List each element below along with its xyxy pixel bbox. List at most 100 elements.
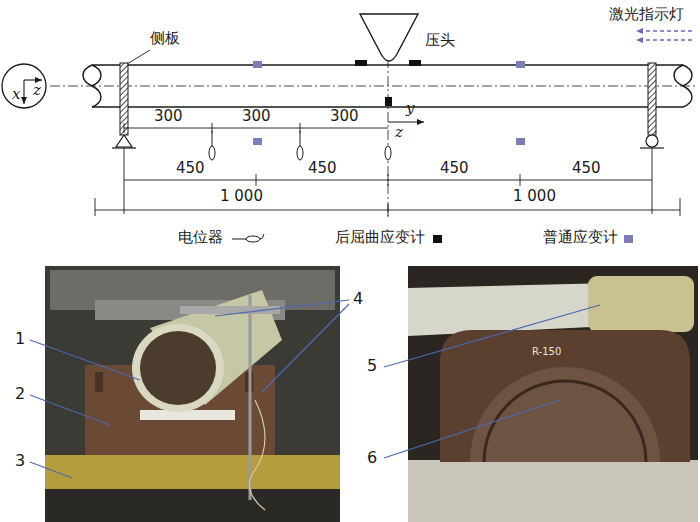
callout-number: 2 (15, 385, 25, 403)
fixture-photo (588, 276, 694, 332)
test-photo (140, 331, 216, 405)
fixture-photo (384, 400, 560, 458)
part-label: 侧板 (150, 30, 180, 47)
press-head (360, 14, 418, 61)
callout-number: 5 (367, 357, 377, 375)
strain-gauge (516, 138, 525, 145)
dimension-value: 450 (176, 160, 205, 177)
post-buckling-gauge (385, 97, 392, 106)
test-photo (262, 304, 349, 392)
dimension-value: 300 (330, 108, 359, 125)
legend-text: 普通应变计 (543, 229, 618, 246)
dimension-line (124, 148, 125, 214)
callout-number: 6 (367, 449, 377, 467)
axis-label: x (12, 86, 20, 103)
dimension-value: 450 (440, 160, 469, 177)
dimension-value: 450 (572, 160, 601, 177)
fixture-photo (408, 283, 612, 336)
potentiometer (297, 146, 303, 160)
test-photo (132, 324, 224, 412)
axis-arrow (388, 121, 424, 122)
potentiometer (300, 131, 301, 146)
press-head (360, 14, 418, 61)
center-line (50, 40, 698, 218)
legend-text: 后屈曲应变计 (335, 229, 425, 246)
dimension-line (680, 198, 681, 216)
dimension-line (124, 128, 388, 129)
potentiometer (209, 146, 215, 160)
section-symbol (23, 80, 24, 104)
dimension-line (520, 174, 521, 186)
potentiometer (385, 146, 391, 160)
pipe-specimen (683, 65, 692, 86)
potentiometer (209, 131, 391, 242)
side-plate (646, 135, 658, 147)
dimension-line (95, 210, 680, 211)
test-photo (45, 489, 340, 522)
side-plate (112, 50, 664, 148)
test-photo (30, 300, 349, 478)
post-buckling-gauge (355, 60, 367, 66)
center-line (50, 86, 698, 87)
section-symbol (24, 79, 42, 80)
dimension-line (256, 174, 257, 186)
side-plate (120, 63, 128, 135)
axis-label: z (33, 82, 41, 99)
laser-arrow (636, 30, 692, 31)
test-photo (30, 266, 349, 522)
axis-arrow (388, 121, 424, 122)
test-photo (30, 395, 110, 425)
test-photo (30, 340, 140, 380)
callout-number: 4 (353, 290, 363, 308)
callout-number: 3 (15, 452, 25, 470)
strain-gauge (253, 138, 262, 145)
part-label: 激光指示灯 (609, 6, 684, 23)
fixture-photo (384, 305, 600, 367)
fixture-photo (440, 330, 690, 462)
strain-gauge (253, 61, 262, 68)
potentiometer (246, 236, 260, 242)
photo-marking: R-150 (532, 346, 561, 358)
fixture-photo (408, 460, 698, 522)
potentiometer (232, 239, 246, 240)
laser-arrow (636, 31, 692, 40)
dimension-value: 1 000 (513, 188, 556, 205)
test-photo (30, 462, 72, 478)
center-line (388, 40, 389, 218)
side-plate (127, 50, 150, 64)
fixture-photo (470, 367, 660, 462)
legend-text: 电位器 (178, 229, 223, 246)
dimension-line (124, 123, 125, 133)
test-photo (215, 300, 349, 316)
dimension-line (388, 174, 389, 186)
dimension-value: 300 (242, 108, 271, 125)
axis-label: y (406, 100, 414, 117)
axis-label: z (395, 124, 403, 141)
dimension-value: 1 000 (220, 188, 263, 205)
dimension-value: 450 (308, 160, 337, 177)
part-label: 压头 (425, 32, 455, 49)
laser-arrow (636, 39, 692, 40)
test-photo (140, 410, 235, 420)
post-buckling-gauge (409, 60, 421, 66)
legend-swatch (624, 235, 633, 243)
test-photo (249, 400, 265, 510)
section-symbol (2, 64, 46, 108)
fixture-photo (408, 266, 698, 522)
dimension-line (95, 123, 680, 216)
dimension-value: 300 (154, 108, 183, 125)
callout-number: 1 (15, 330, 25, 348)
test-photo (249, 295, 252, 500)
pipe-specimen (92, 64, 683, 65)
pipe-specimen (83, 65, 101, 107)
test-photo (45, 455, 340, 489)
dimension-line (388, 204, 389, 216)
legend-swatch (433, 235, 442, 243)
strain-gauge (253, 61, 525, 145)
dimension-line (95, 198, 96, 216)
fixture-photo (484, 381, 646, 462)
test-photo (45, 266, 340, 522)
fixture-photo (384, 266, 698, 522)
